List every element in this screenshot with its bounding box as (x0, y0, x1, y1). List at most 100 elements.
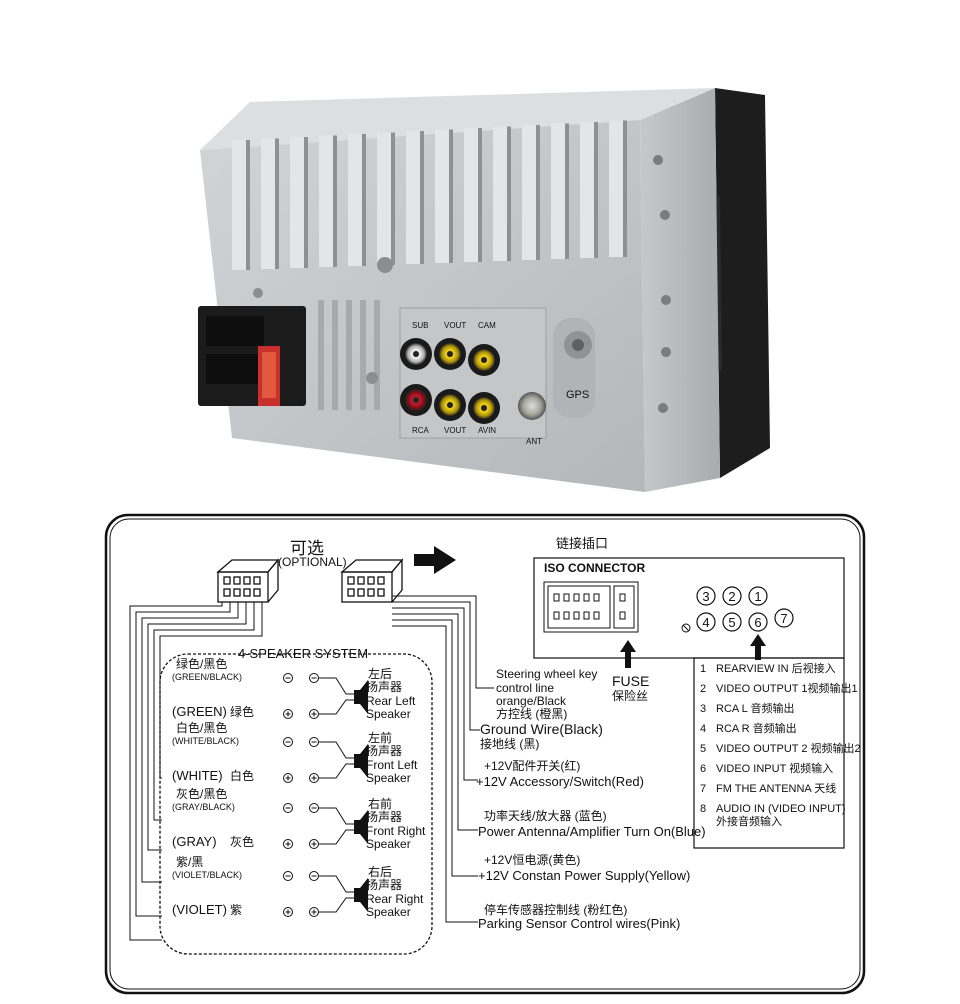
fin-shadow (536, 125, 540, 260)
fuse-label: FUSE (612, 673, 649, 689)
iso-connector-title: ISO CONNECTOR (544, 561, 645, 575)
wire-label-neg-cn: 灰色/黑色 (176, 787, 227, 801)
legend-text: AUDIO IN (VIDEO INPUT) (716, 803, 846, 815)
legend-number: 3 (700, 703, 706, 715)
wiring-diagram: 可选 (OPTIONAL) 4-SPEAKER SYSTEM 绿色/黑色(GRE… (104, 513, 866, 995)
speaker-name-en1: Rear Left (366, 694, 416, 708)
fin-shadow (275, 138, 279, 269)
rca-label: SUB (412, 321, 428, 330)
rca-jack-pin (447, 402, 453, 408)
iso-pin (619, 593, 626, 602)
iso-pin (593, 593, 600, 602)
plus-icon (283, 709, 293, 719)
fin-shadow (246, 140, 250, 270)
speaker-name-en1: Front Right (366, 824, 426, 838)
diagram-frame (104, 513, 866, 995)
optional-en: (OPTIONAL) (278, 555, 347, 569)
pin-number-circle (774, 608, 794, 628)
screw (366, 372, 378, 384)
iso-connector-icon (543, 581, 639, 633)
speaker-name-en2: Speaker (366, 837, 411, 851)
speaker-lead (318, 763, 354, 779)
pin-number: 4 (702, 615, 709, 630)
wire-parking-line2: Parking Sensor Control wires(Pink) (478, 916, 680, 931)
legend-text: VIDEO INPUT 视频输入 (716, 761, 833, 775)
speaker-name-cn: 右后 (368, 864, 392, 879)
vent-slots (318, 300, 380, 410)
wire-label-pos-cn: 紫 (230, 903, 242, 917)
wire-antenna-line1: 功率天线/放大器 (蓝色) (484, 808, 607, 823)
wire-steering-line2: control line (496, 681, 554, 695)
small-circle-icon (681, 623, 691, 633)
wire-label-pos-cn: 绿色 (230, 704, 254, 719)
fin (377, 132, 391, 265)
wire-label-neg: (GREEN/BLACK) (172, 672, 242, 682)
fin (406, 131, 420, 264)
speaker-name-cn: 右前 (368, 796, 392, 811)
pin-number-circle (696, 612, 716, 632)
speaker-icon (354, 810, 368, 844)
legend-text: REARVIEW IN 后视接入 (716, 661, 836, 675)
wire-label-pos: (VIOLET) (172, 902, 227, 917)
fin-shadow (623, 120, 627, 257)
antenna-socket (518, 392, 546, 420)
rca-label: AVIN (478, 426, 496, 435)
pin-number: 5 (728, 615, 735, 630)
arrow-right-icon (414, 546, 456, 574)
power-connector-right (340, 558, 404, 603)
iso-pin (563, 593, 570, 602)
pin-number: 2 (728, 589, 735, 604)
speaker-name-en1: Rear Right (366, 892, 424, 906)
gps-socket (553, 318, 595, 418)
legend-number: 5 (700, 743, 706, 755)
rca-jack-pin (481, 357, 487, 363)
wire-steering-line3: orange/Black (496, 694, 567, 708)
fin (580, 122, 594, 258)
fin-shadow (507, 126, 511, 261)
wire-constant-line2: +12V Constan Power Supply(Yellow) (478, 868, 690, 883)
speaker-lead (318, 699, 354, 715)
fin (493, 126, 507, 261)
speaker-name-en1: Front Left (366, 758, 418, 772)
connector-title-cn: 链接插口 (556, 536, 608, 551)
fin-shadow (333, 135, 337, 267)
iso-connector-box (533, 557, 845, 659)
iso-pin (619, 611, 626, 620)
fin-shadow (565, 123, 569, 259)
speaker-name-cn: 左前 (368, 730, 392, 745)
screw (253, 288, 263, 298)
cooling-fins (232, 120, 627, 270)
fin (261, 138, 275, 269)
wire-label-pos: (WHITE) (172, 768, 223, 783)
rca-jacks (400, 338, 500, 424)
iso-pin (553, 593, 560, 602)
speaker-lead (318, 741, 354, 759)
speaker-icon (354, 744, 368, 778)
speaker-connector-left (216, 558, 280, 603)
plus-icon (283, 839, 293, 849)
iso-pin (583, 611, 590, 620)
speaker-name-en2: Speaker (366, 905, 411, 919)
legend-text-2: 外接音频输入 (716, 814, 782, 828)
legend-number: 8 (700, 803, 706, 815)
wire-label-neg-cn: 绿色/黑色 (176, 656, 227, 671)
optional-cn: 可选 (290, 539, 324, 558)
iso-pin (583, 593, 590, 602)
iso-pin (573, 611, 580, 620)
wire-label-neg-cn: 白色/黑色 (176, 720, 227, 735)
speaker-lead (318, 875, 354, 893)
fin-shadow (420, 131, 424, 264)
fuse-arrow-icon (620, 640, 636, 668)
rca-jack-pin (413, 351, 419, 357)
top-panel (200, 88, 715, 150)
legend-text: FM THE ANTENNA 天线 (716, 781, 836, 795)
pin-number-circle (722, 586, 742, 606)
speaker-name-cn: 左后 (368, 666, 392, 681)
speaker-lead (318, 897, 354, 913)
wire-label-neg: (WHITE/BLACK) (172, 736, 239, 746)
pin-number-circle (748, 612, 768, 632)
pin-number: 1 (754, 589, 761, 604)
legend-text: RCA R 音频输出 (716, 721, 797, 735)
